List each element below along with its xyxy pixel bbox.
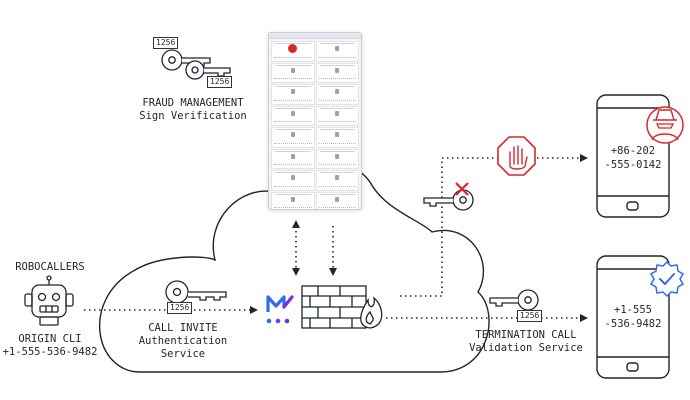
call-invite-line3: Service xyxy=(160,348,206,360)
key-tag: 1256 xyxy=(207,76,233,88)
verified-check-icon xyxy=(649,260,685,298)
dashboard-panel xyxy=(315,84,359,105)
call-invite-title: CALL INVITE xyxy=(148,322,218,334)
call-invite-line2: Authentication xyxy=(138,335,228,347)
dashboard-panel xyxy=(271,105,315,126)
key-tag: 1256 xyxy=(167,302,193,314)
fraud-management-subtitle: Sign Verification xyxy=(139,110,247,122)
dashboard-panel xyxy=(315,41,359,62)
firewall-wall-icon xyxy=(301,285,383,329)
fraud-keys-icon xyxy=(161,49,231,80)
dashboard-panel-grid xyxy=(269,39,361,209)
termination-call-subtitle: Validation Service xyxy=(469,342,583,354)
termination-call-title: TERMINATION CALL xyxy=(475,329,577,341)
dashboard-panel xyxy=(315,105,359,126)
dashboard-panel xyxy=(271,148,315,169)
red-x-icon xyxy=(455,182,469,196)
key-tag: 1256 xyxy=(517,310,543,322)
stop-hand-icon xyxy=(497,136,536,176)
origin-cli-label: ORIGIN CLI xyxy=(18,333,82,345)
dashboard-panel xyxy=(271,84,315,105)
termination-key-icon xyxy=(489,289,539,311)
robocaller-robot-icon xyxy=(24,275,74,326)
key-tag: 1256 xyxy=(153,37,179,49)
company-logo-icon xyxy=(266,295,294,324)
firewall-to-blocked-line xyxy=(400,157,580,297)
blocked-phone-number-line1: +86-202 xyxy=(610,145,656,157)
arrowheads xyxy=(250,154,588,322)
dashboard-panel xyxy=(315,170,359,191)
blocked-phone-number-line2: -555-0142 xyxy=(604,159,662,171)
dashboard-panel xyxy=(271,41,315,62)
dashboard-panel xyxy=(271,62,315,83)
robocallers-label: ROBOCALLERS xyxy=(15,261,85,273)
dashboard-panel xyxy=(315,62,359,83)
dashboard-panel xyxy=(271,170,315,191)
fraud-dashboard-preview xyxy=(268,32,362,210)
verified-phone-number-line2: -536-9482 xyxy=(604,318,662,330)
dashboard-panel xyxy=(271,127,315,148)
verified-phone-number-line1: +1-555 xyxy=(614,304,652,316)
call-invite-key-icon xyxy=(165,280,227,304)
fraud-management-title: FRAUD MANAGEMENT xyxy=(142,97,244,109)
dashboard-panel xyxy=(315,127,359,148)
spy-fraudster-icon xyxy=(646,106,684,144)
dashboard-panel xyxy=(271,191,315,209)
connector-lines xyxy=(84,157,580,319)
origin-cli-number: +1-555-536-9482 xyxy=(2,346,98,358)
dashboard-titlebar xyxy=(269,33,361,39)
dashboard-panel xyxy=(315,191,359,209)
dashboard-panel xyxy=(315,148,359,169)
